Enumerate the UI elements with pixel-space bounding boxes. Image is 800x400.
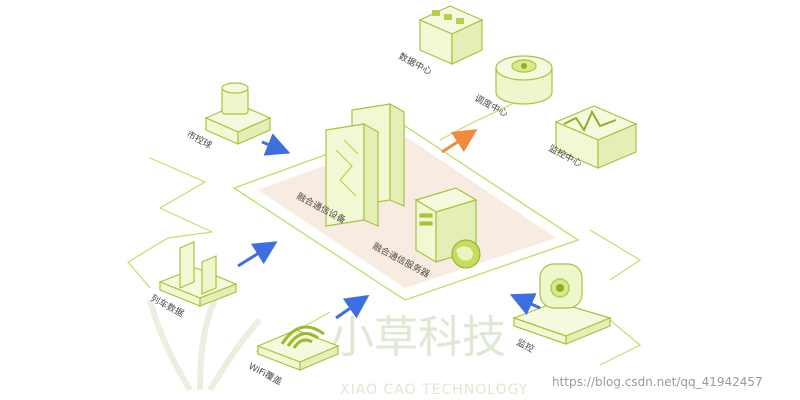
line-top-chain [439,99,521,141]
watermark-english: XIAO CAO TECHNOLOGY [340,382,528,398]
central-platform [232,125,580,301]
line-right-down [589,229,642,281]
line-train-to-platform [127,231,213,289]
watermark: 小草科技 XIAO CAO TECHNOLOGY https://blog.cs… [147,298,763,398]
globe-icon [451,239,481,269]
ticket-machine-icon [204,82,272,145]
watermark-url: https://blog.csdn.net/qq_41942457 [552,375,763,389]
flow-arrows [237,129,541,320]
line-bottom-right [599,319,642,366]
data-center-icon [418,5,484,65]
arrow-ticket-to-platform [261,133,291,156]
train-data-icon [158,241,238,307]
line-ticket-to-platform [149,157,213,233]
monitor-center-icon [554,105,638,169]
label-surveillance: 监控 [515,336,537,355]
comm-server-icon [414,187,478,264]
arrow-train-to-platform [237,241,278,268]
arrow-wifi-to-platform [335,294,370,320]
surveillance-icon [512,263,612,345]
dispatch-center-icon [495,55,553,105]
watermark-chinese: 小草科技 [330,312,506,363]
wifi-coverage-icon [256,325,340,371]
comm-device-icon [325,102,405,227]
watermark-grass-logo [147,298,263,392]
arrow-platform-to-dispatch [441,129,478,154]
label-wifi-coverage: WiFi覆盖 [247,360,285,388]
arrow-surveillance-to-platform [509,293,541,316]
